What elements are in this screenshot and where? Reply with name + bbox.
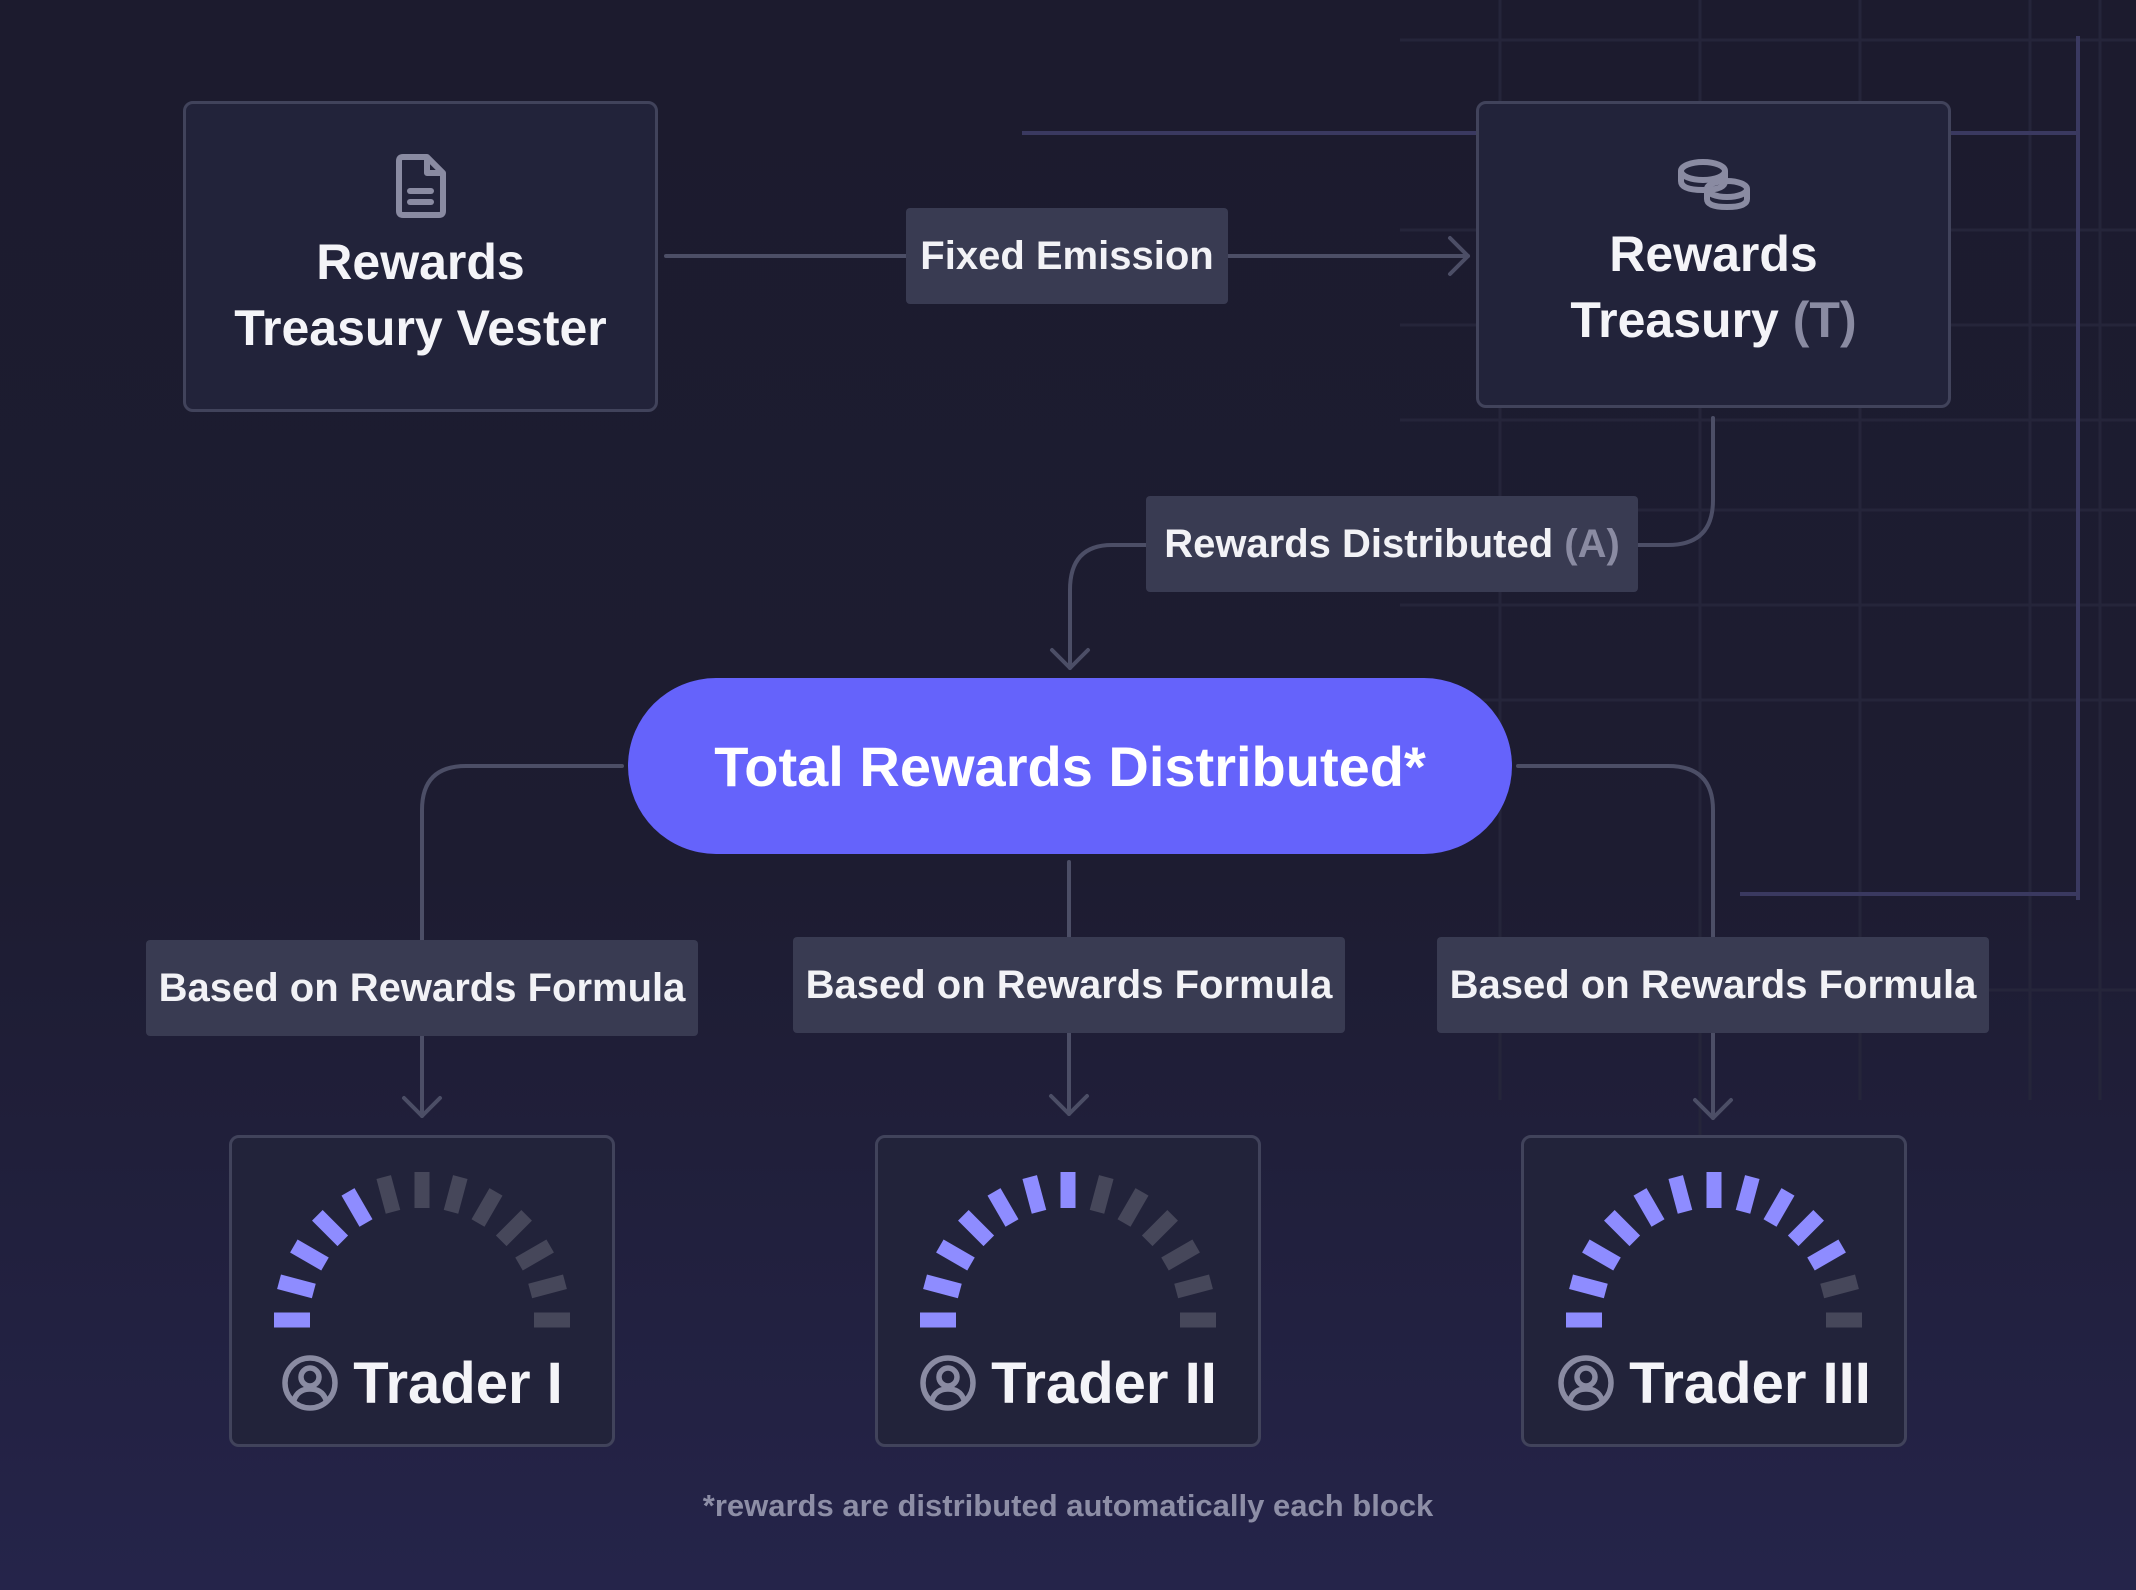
gauge-tick-inactive	[1820, 1274, 1859, 1299]
rewards-treasury-vester-node: Rewards Treasury Vester	[183, 101, 658, 412]
trader-1-label: Trader I	[232, 1343, 612, 1423]
gauge-tick-active	[1604, 1210, 1641, 1247]
gauge-tick-active	[1022, 1175, 1047, 1214]
gauge-tick-active	[1668, 1175, 1693, 1214]
arrowhead-trader-1	[402, 1096, 442, 1118]
gauge-tick-active	[341, 1188, 373, 1227]
fixed-emission-label: Fixed Emission	[906, 208, 1228, 304]
rewards-distributed-marker: (A)	[1564, 521, 1620, 566]
formula-right-text: Based on Rewards Formula	[1449, 962, 1977, 1007]
trader-card-1: Trader I	[229, 1135, 615, 1447]
gauge-tick-active	[958, 1210, 995, 1247]
gauge-tick-inactive	[515, 1239, 554, 1271]
gauge-tick-active	[923, 1274, 962, 1299]
total-rewards-text: Total Rewards Distributed*	[714, 734, 1426, 798]
gauge-trader-2	[920, 1172, 1216, 1328]
formula-label-center: Based on Rewards Formula	[793, 937, 1345, 1033]
rewards-treasury-node: Rewards Treasury (T)	[1476, 101, 1951, 408]
gauge-tick-inactive	[1089, 1175, 1114, 1214]
edge-rewards-distributed	[1068, 416, 1715, 670]
edge-to-trader-1	[420, 764, 624, 1118]
coins-icon	[1677, 158, 1750, 210]
footnote: *rewards are distributed automatically e…	[702, 1488, 1434, 1523]
formula-label-left: Based on Rewards Formula	[146, 940, 698, 1036]
gauge-tick-active	[936, 1239, 975, 1271]
vester-title-line2: Treasury Vester	[234, 299, 607, 356]
gauge-tick-active	[277, 1274, 316, 1299]
trader-2-name: Trader II	[991, 1350, 1217, 1416]
trader-2-label: Trader II	[878, 1343, 1258, 1423]
trader-card-2: Trader II	[875, 1135, 1261, 1447]
rewards-distributed-text: Rewards Distributed	[1164, 521, 1554, 566]
gauge-tick-active	[1807, 1239, 1846, 1271]
arrowhead-treasury	[1448, 236, 1470, 276]
gauge-tick-active	[1763, 1188, 1795, 1227]
gauge-tick-active	[290, 1239, 329, 1271]
vester-title-line1: Rewards	[316, 233, 525, 290]
fixed-emission-text: Fixed Emission	[920, 233, 1214, 278]
trader-card-3: Trader III	[1521, 1135, 1907, 1447]
gauge-tick-active	[1633, 1188, 1665, 1227]
gauge-tick-active	[1569, 1274, 1608, 1299]
trader-3-label: Trader III	[1524, 1343, 1904, 1423]
gauge-tick-inactive	[528, 1274, 567, 1299]
arrowhead-total	[1050, 648, 1090, 670]
formula-left-text: Based on Rewards Formula	[158, 965, 686, 1010]
arrowhead-trader-2	[1049, 1094, 1089, 1116]
document-icon	[395, 153, 446, 218]
trader-1-name: Trader I	[353, 1350, 563, 1416]
gauge-tick-inactive	[1141, 1210, 1178, 1247]
gauge-tick-inactive	[471, 1188, 503, 1227]
formula-center-text: Based on Rewards Formula	[805, 962, 1333, 1007]
user-circle-icon	[282, 1355, 338, 1411]
treasury-title-text: Treasury	[1570, 291, 1779, 348]
gauge-tick-inactive	[1174, 1274, 1213, 1299]
gauge-tick-inactive	[1161, 1239, 1200, 1271]
gauge-tick-inactive	[1117, 1188, 1149, 1227]
treasury-marker: (T)	[1792, 291, 1857, 348]
gauge-tick-inactive	[443, 1175, 468, 1214]
rewards-distributed-label: Rewards Distributed (A)	[1146, 496, 1638, 592]
total-rewards-distributed-node: Total Rewards Distributed*	[628, 678, 1512, 854]
treasury-title-line2: Treasury (T)	[1570, 287, 1856, 353]
user-circle-icon	[920, 1355, 976, 1411]
trader-3-name: Trader III	[1629, 1350, 1871, 1416]
formula-label-right: Based on Rewards Formula	[1437, 937, 1989, 1033]
gauge-tick-active	[1787, 1210, 1824, 1247]
gauge-trader-3	[1566, 1172, 1862, 1328]
gauge-tick-active	[987, 1188, 1019, 1227]
gauge-tick-active	[1735, 1175, 1760, 1214]
edge-to-trader-3	[1516, 764, 1715, 1120]
gauge-trader-1	[274, 1172, 570, 1328]
gauge-tick-inactive	[376, 1175, 401, 1214]
gauge-tick-inactive	[495, 1210, 532, 1247]
treasury-title-line1: Rewards	[1609, 225, 1818, 282]
user-circle-icon	[1558, 1355, 1614, 1411]
gauge-tick-active	[1582, 1239, 1621, 1271]
gauge-tick-active	[312, 1210, 349, 1247]
arrowhead-trader-3	[1693, 1098, 1733, 1120]
